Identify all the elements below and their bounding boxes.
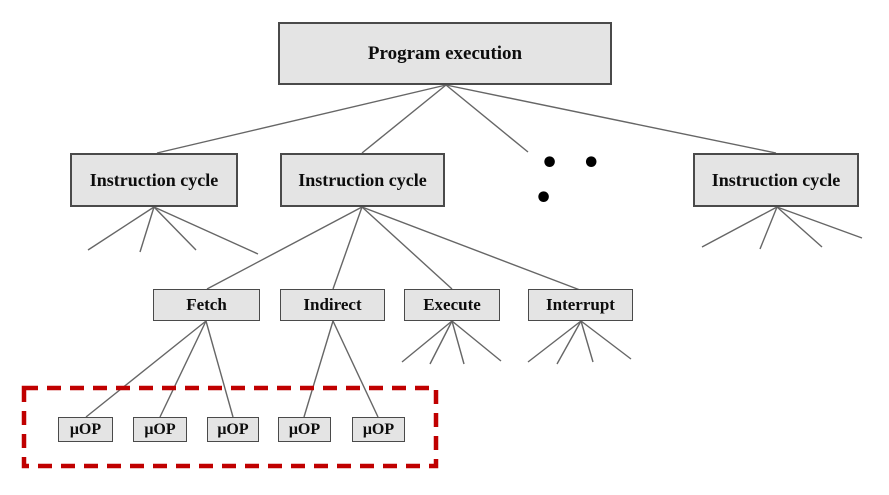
uop-group-highlight-box	[21, 385, 439, 469]
fan-cycle3	[701, 206, 863, 250]
ellipsis-more-cycles: • • •	[534, 146, 607, 216]
node-uop-2: μOP	[133, 417, 187, 442]
node-fetch: Fetch	[153, 289, 260, 321]
edges-cycle2-to-phases	[206, 206, 581, 291]
node-indirect: Indirect	[280, 289, 385, 321]
edges-fetch-to-uops	[85, 320, 234, 418]
node-instruction-cycle-1: Instruction cycle	[70, 153, 238, 207]
fan-cycle1	[87, 206, 259, 255]
node-uop-1: μOP	[58, 417, 113, 442]
fan-execute	[401, 320, 502, 365]
node-instruction-cycle-2: Instruction cycle	[280, 153, 445, 207]
node-interrupt: Interrupt	[528, 289, 633, 321]
node-uop-4: μOP	[278, 417, 331, 442]
node-uop-5: μOP	[352, 417, 405, 442]
node-execute: Execute	[404, 289, 500, 321]
node-instruction-cycle-3: Instruction cycle	[693, 153, 859, 207]
node-program-execution: Program execution	[278, 22, 612, 85]
edges-indirect-to-uops	[303, 320, 379, 418]
edges-program-to-cycles	[156, 84, 777, 154]
fan-interrupt	[527, 320, 632, 365]
node-uop-3: μOP	[207, 417, 259, 442]
